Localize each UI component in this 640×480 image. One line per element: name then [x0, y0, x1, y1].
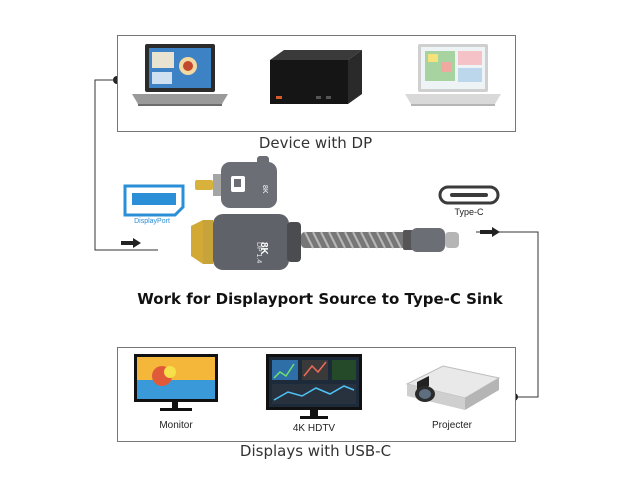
projector-icon	[405, 365, 501, 410]
headline: Work for Displayport Source to Type-C Si…	[137, 290, 503, 308]
typec-port-icon	[438, 185, 500, 205]
displays-with-usb-c-caption: Displays with USB-C	[239, 442, 392, 460]
displayport-port-label: DisplayPort	[134, 218, 170, 225]
laptop-icon	[132, 44, 228, 106]
right-connector-line	[476, 231, 539, 398]
left-connector-line	[94, 79, 158, 251]
laptop-icon	[405, 44, 501, 106]
braided-cable-icon	[301, 231, 411, 249]
adapter-badge-text: 8K	[261, 185, 268, 194]
dp-head-badge-text: 8K	[258, 242, 269, 256]
displayport-port-icon	[123, 184, 185, 217]
usb-c-connector-icon	[403, 228, 459, 252]
hdtv-icon	[266, 354, 362, 419]
displayport-connector-icon: DP 1.4 8K	[191, 214, 301, 270]
dp-head-version-text: DP 1.4	[255, 242, 262, 263]
typec-port-label: Type-C	[454, 207, 484, 217]
monitor-icon	[134, 354, 218, 411]
hdtv-label: 4K HDTV	[292, 423, 336, 434]
arrow-right-icon	[480, 227, 500, 237]
mini-dp-adapter-icon: 8K	[195, 156, 277, 208]
arrow-left-icon	[121, 238, 141, 248]
device-with-dp-box	[117, 35, 516, 132]
displays-with-usb-c-box: Monitor 4K HDTV Projecter	[117, 347, 516, 442]
projector-label: Projecter	[431, 420, 472, 431]
mini-pc-icon	[270, 50, 362, 104]
device-with-dp-caption: Device with DP	[258, 134, 373, 152]
monitor-label: Monitor	[159, 420, 193, 431]
